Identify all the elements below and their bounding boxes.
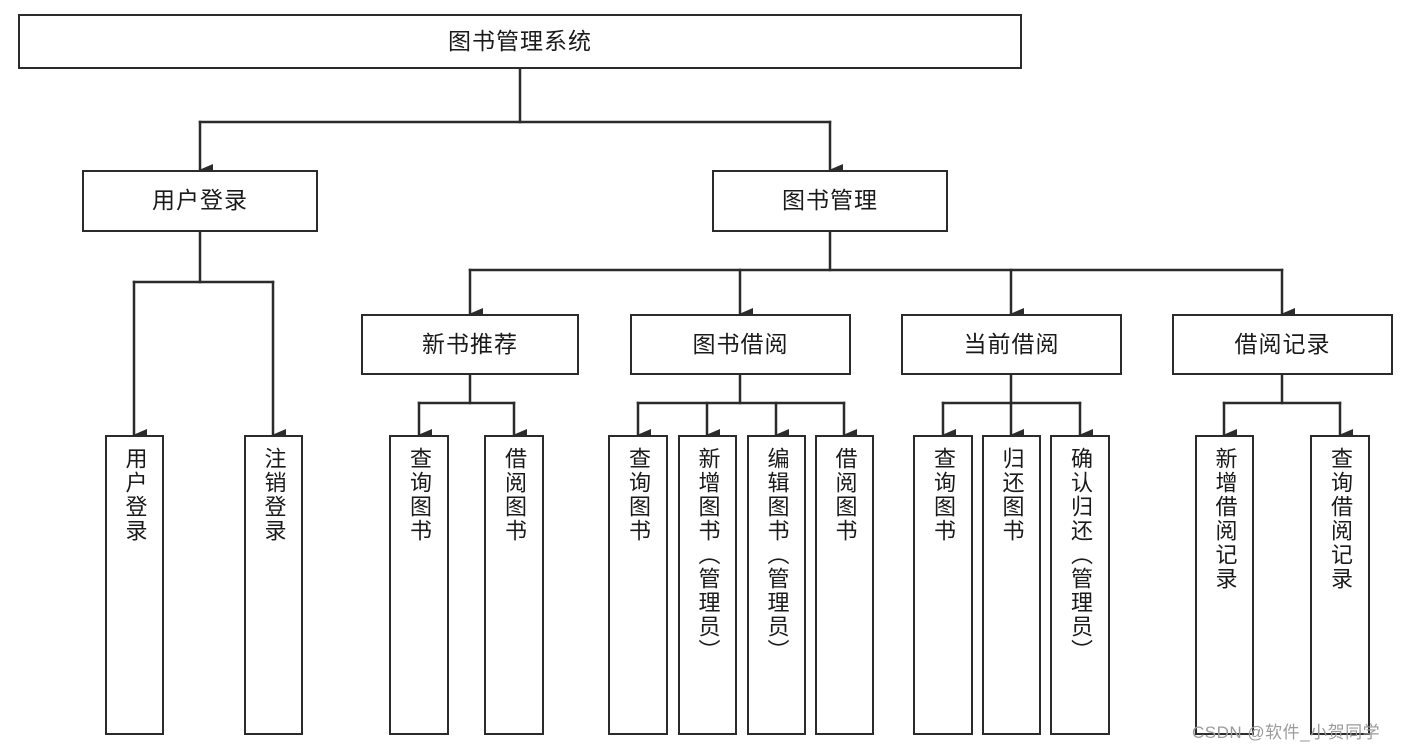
node-label-leaf-borrow-book-rec: 借阅图书 (501, 447, 527, 543)
node-label-leaf-query-book-borrow: 查询图书 (625, 447, 651, 543)
node-label-user-login: 用户登录 (152, 187, 248, 214)
node-label-book-borrow: 图书借阅 (692, 330, 789, 357)
node-leaf-query-book-rec[interactable]: 查询图书 (389, 435, 449, 735)
node-leaf-query-borrow-record[interactable]: 查询借阅记录 (1310, 435, 1370, 735)
node-user-login[interactable]: 用户登录 (82, 170, 318, 232)
node-label-current-borrow: 当前借阅 (963, 330, 1060, 357)
node-leaf-user-logout[interactable]: 注销登录 (244, 435, 303, 735)
node-label-book-manage: 图书管理 (782, 187, 878, 214)
node-leaf-add-book[interactable]: 新增图书（管理员） (678, 435, 737, 735)
node-label-leaf-user-logout: 注销登录 (261, 447, 287, 543)
node-label-leaf-query-book-current: 查询图书 (930, 447, 956, 543)
node-label-root: 图书管理系统 (448, 27, 592, 54)
csdn-watermark: CSDN @软件_小贺同学 (1192, 723, 1381, 742)
node-label-leaf-add-borrow-record: 新增借阅记录 (1212, 447, 1238, 591)
node-book-borrow[interactable]: 图书借阅 (630, 314, 851, 375)
node-book-manage[interactable]: 图书管理 (712, 170, 948, 232)
node-current-borrow[interactable]: 当前借阅 (901, 314, 1122, 375)
node-leaf-edit-book[interactable]: 编辑图书（管理员） (747, 435, 806, 735)
node-leaf-borrow-book[interactable]: 借阅图书 (815, 435, 874, 735)
node-label-leaf-borrow-book: 借阅图书 (832, 447, 858, 543)
node-root[interactable]: 图书管理系统 (18, 14, 1022, 69)
node-new-book-recommend[interactable]: 新书推荐 (361, 314, 579, 375)
node-label-leaf-query-borrow-record: 查询借阅记录 (1327, 447, 1353, 591)
node-label-leaf-edit-book: 编辑图书（管理员） (764, 447, 790, 663)
node-label-leaf-return-book: 归还图书 (999, 447, 1025, 543)
node-leaf-borrow-book-rec[interactable]: 借阅图书 (484, 435, 544, 735)
node-leaf-user-login[interactable]: 用户登录 (105, 435, 164, 735)
node-leaf-return-book[interactable]: 归还图书 (982, 435, 1041, 735)
node-leaf-query-book-current[interactable]: 查询图书 (913, 435, 973, 735)
node-label-new-book-recommend: 新书推荐 (422, 330, 518, 357)
node-leaf-query-book-borrow[interactable]: 查询图书 (608, 435, 668, 735)
node-label-leaf-add-book: 新增图书（管理员） (695, 447, 721, 663)
node-label-borrow-record: 借阅记录 (1234, 330, 1331, 357)
node-label-leaf-confirm-return: 确认归还（管理员） (1067, 447, 1093, 663)
node-label-leaf-query-book-rec: 查询图书 (406, 447, 432, 543)
connector-group (132, 67, 1353, 441)
node-leaf-add-borrow-record[interactable]: 新增借阅记录 (1195, 435, 1254, 735)
node-borrow-record[interactable]: 借阅记录 (1172, 314, 1393, 375)
node-leaf-confirm-return[interactable]: 确认归还（管理员） (1050, 435, 1110, 735)
node-label-leaf-user-login: 用户登录 (122, 447, 148, 543)
